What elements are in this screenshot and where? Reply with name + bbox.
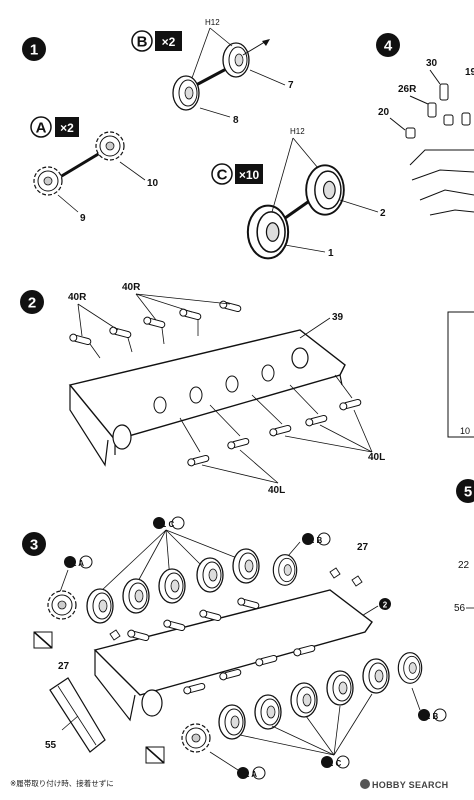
step-number: 2: [28, 295, 36, 312]
paint-mark: H12: [205, 18, 220, 27]
swing-arms-right: [68, 293, 243, 359]
step-3: 3: [22, 532, 46, 556]
step-badge: [20, 290, 44, 314]
callout-bottom-a: 1 A: [209, 751, 266, 780]
part-number: 2: [380, 208, 386, 219]
part-number: 1: [328, 248, 334, 259]
hobby-search-logo-icon: [360, 779, 370, 789]
part-number: 27: [357, 542, 369, 553]
step-1: 1: [22, 37, 46, 61]
step-2: 2: [20, 290, 44, 314]
sprocket-assembly: [33, 131, 146, 213]
subassembly-letter: C: [217, 167, 228, 184]
step-badge: [456, 479, 474, 503]
part-number: 19: [465, 67, 474, 78]
step-badge: [22, 532, 46, 556]
subassembly-qty: ×2: [162, 35, 176, 49]
part-number: 55: [45, 740, 57, 751]
step-number: 3: [30, 537, 38, 554]
callout-road-wheel-bottom: 1 C: [239, 693, 373, 769]
callout-label: 1 B: [310, 536, 323, 545]
paint-mark: H12: [290, 127, 305, 136]
part-number: 40L: [268, 485, 285, 496]
hull-side-assembly: [68, 317, 346, 467]
part-number: 8: [233, 115, 239, 126]
subassembly-qty: ×2: [60, 121, 74, 135]
part-number: 22: [458, 560, 470, 571]
part-number: 26R: [398, 84, 417, 95]
callout-bottom-b: 1 B: [411, 687, 447, 722]
idler-wheel-assembly: [172, 27, 286, 118]
part-number: 39: [332, 312, 344, 323]
part-number: 27: [58, 661, 70, 672]
watermark: HOBBY SEARCH: [360, 779, 448, 790]
subassembly-a: A ×2: [30, 116, 79, 138]
road-wheel-assembly: [246, 137, 379, 260]
step-4: 4: [376, 33, 400, 57]
callout-label: 1 C: [162, 520, 175, 529]
part-number: 9: [80, 213, 86, 224]
inset-frame: [447, 311, 474, 438]
callout-top-b: 1 B: [287, 532, 331, 557]
hull-wheel-assembly: [33, 548, 423, 764]
part-number: 40R: [68, 292, 87, 303]
callout-road-wheel-top: 1 C: [99, 516, 243, 593]
callout-top-a: 1 A: [59, 555, 93, 593]
subassembly-letter: A: [36, 120, 47, 137]
subassembly-letter: B: [137, 34, 148, 51]
callout-label: 2: [383, 601, 388, 610]
part-number: 56: [454, 603, 466, 614]
watermark-text: HOBBY SEARCH: [372, 780, 449, 790]
callout-label: 1 C: [329, 759, 342, 768]
subassembly-qty: ×10: [239, 168, 260, 182]
assembly-note: ※履帯取り付け時、接着せずに: [10, 779, 114, 788]
step-5: 5: [456, 479, 474, 503]
step-number: 1: [30, 42, 38, 59]
subassembly-c: C ×10: [211, 163, 263, 185]
part-number: 40L: [368, 452, 385, 463]
subassembly-b: B ×2: [131, 30, 182, 52]
step-badge: [376, 33, 400, 57]
part-number: 10: [460, 426, 470, 436]
swing-arms-left: [179, 374, 373, 484]
step-number: 4: [384, 38, 393, 55]
step-badge: [22, 37, 46, 61]
part-number: 10: [147, 178, 159, 189]
step-4-parts: [389, 69, 474, 216]
callout-label: 1 B: [426, 712, 439, 721]
part-number: 30: [426, 58, 438, 69]
part-number: 20: [378, 107, 390, 118]
part-number: 40R: [122, 282, 141, 293]
part-number: 7: [288, 80, 294, 91]
step-number: 5: [464, 484, 472, 501]
callout-label: 1 A: [72, 559, 84, 568]
callout-label: 1 A: [245, 770, 257, 779]
